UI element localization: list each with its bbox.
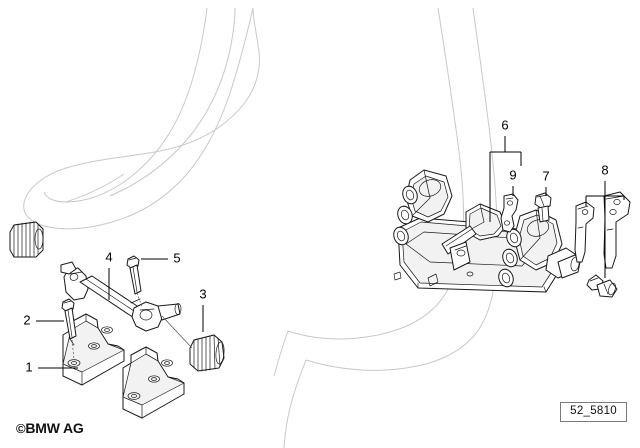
splined-bushing-top-left: [9, 221, 44, 258]
callout-label-3: 3: [199, 286, 206, 301]
flange-bolt-part7: [534, 192, 552, 223]
callout-labels: 1 2 3 4 5 6 7 8 9: [23, 117, 608, 374]
callout-label-5: 5: [173, 250, 180, 265]
callout-leaders-right: [489, 136, 625, 278]
copyright-notice: ©BMW AG: [16, 420, 84, 436]
callout-label-6: 6: [501, 117, 508, 132]
hex-bolt-part2: [61, 298, 77, 346]
mounting-bracket-part1: [62, 313, 125, 386]
copyright-symbol: ©: [16, 421, 26, 436]
callout-label-2: 2: [23, 312, 30, 327]
copyright-owner: BMW AG: [25, 420, 84, 436]
part-number-value: 52_5810: [570, 405, 617, 418]
callout-label-7: 7: [542, 168, 549, 183]
pin-bolt-lower-right: [586, 274, 618, 298]
callout-label-8: 8: [601, 162, 608, 177]
hex-bolt-part5: [126, 255, 142, 295]
callout-leaders-left: [36, 258, 204, 369]
callout-label-1: 1: [25, 359, 32, 374]
assembly-alignment-lines: [71, 292, 193, 361]
part-number-box: 52_5810: [560, 402, 627, 422]
torsion-bar-part4: [60, 261, 182, 332]
seat-frame-base: [393, 169, 581, 293]
splined-bushing-part3: [189, 334, 225, 372]
l-bracket-plate-part9: [500, 193, 519, 233]
callout-label-4: 4: [105, 249, 112, 264]
callout-label-9: 9: [509, 167, 516, 182]
key-bracket-right-part8: [603, 191, 631, 269]
key-bracket-left-part8: [574, 201, 595, 263]
mounting-bracket-second: [122, 346, 185, 419]
